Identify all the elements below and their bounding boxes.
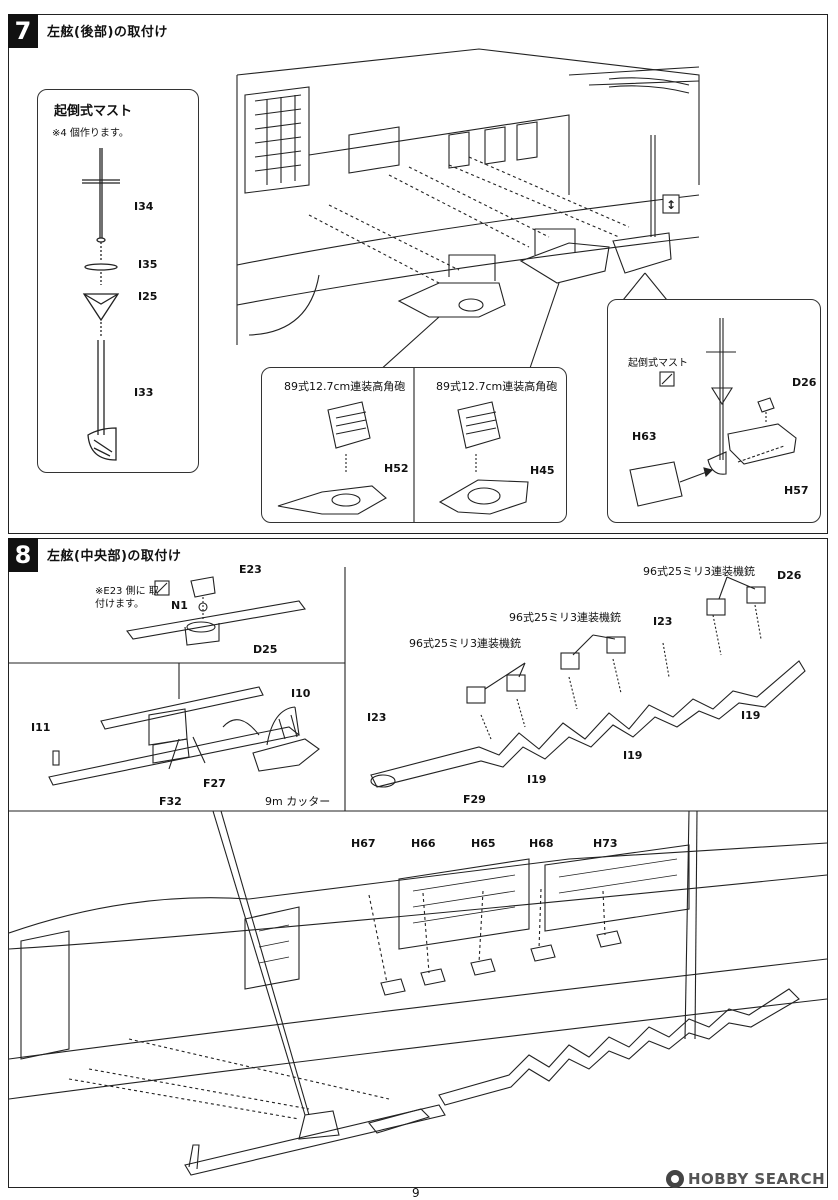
gun-caption-3: 96式25ミリ3連装機銃 xyxy=(643,565,755,578)
cutter-label: 9m カッター xyxy=(265,795,331,808)
gun-b-caption: 89式12.7cm連装高角砲 xyxy=(436,380,558,393)
part-d26-right: D26 xyxy=(777,569,802,582)
part-i11: I11 xyxy=(31,721,51,734)
part-n1: N1 xyxy=(171,599,188,612)
step-7-hull-drawing: ↕ xyxy=(236,48,700,372)
mast-install-caption: 起倒式マスト xyxy=(628,358,688,369)
part-f32: F32 xyxy=(159,795,182,808)
gun-b-part: H45 xyxy=(530,464,555,477)
mast-part-i35: I35 xyxy=(138,258,158,271)
gun-caption-2: 96式25ミリ3連装機銃 xyxy=(509,611,621,624)
step-7-panel: 7 左舷(後部)の取付け 起倒式マスト ※4 個作ります。 xyxy=(8,14,828,534)
svg-text:↕: ↕ xyxy=(666,198,676,212)
step-8-drawing xyxy=(9,567,827,1176)
part-i23-left: I23 xyxy=(367,711,387,724)
part-h65: H65 xyxy=(471,837,496,850)
part-e23: E23 xyxy=(239,563,262,576)
step-7-number: 7 xyxy=(8,14,38,48)
part-i19-right: I19 xyxy=(741,709,761,722)
part-i19-left: I19 xyxy=(527,773,547,786)
part-f29: F29 xyxy=(463,793,486,806)
watermark-logo-icon xyxy=(666,1170,684,1188)
step-8-panel: 8 左舷(中央部)の取付け xyxy=(8,538,828,1188)
mast-install-h63: H63 xyxy=(632,430,657,443)
part-h66: H66 xyxy=(411,837,436,850)
mast-part-i25: I25 xyxy=(138,290,158,303)
mast-title: 起倒式マスト xyxy=(54,104,133,119)
part-h73: H73 xyxy=(593,837,618,850)
mast-install-inset: 起倒式マスト D26 H63 H57 xyxy=(607,299,821,523)
part-i19-mid: I19 xyxy=(623,749,643,762)
part-h67: H67 xyxy=(351,837,376,850)
mast-part-i34: I34 xyxy=(134,200,154,213)
step-7-title: 左舷(後部)の取付け xyxy=(47,25,168,40)
mast-install-drawing xyxy=(629,318,797,507)
mast-drawing xyxy=(82,148,120,461)
part-i23-top: I23 xyxy=(653,615,673,628)
gun-a-caption: 89式12.7cm連装高角砲 xyxy=(284,380,406,393)
part-d25: D25 xyxy=(253,643,278,656)
mast-part-i33: I33 xyxy=(134,386,154,399)
step-8-title: 左舷(中央部)の取付け xyxy=(47,549,182,564)
gun-caption-1: 96式25ミリ3連装機銃 xyxy=(409,637,521,650)
part-f27: F27 xyxy=(203,777,226,790)
gun-inset-panel: 89式12.7cm連装高角砲 89式12.7cm連装高角砲 H52 H45 xyxy=(261,367,567,523)
mast-subpanel: 起倒式マスト ※4 個作ります。 I34 xyxy=(37,89,199,473)
step-8-note: ※E23 側に 取付けます。 xyxy=(95,586,159,610)
mast-install-d26: D26 xyxy=(792,376,817,389)
watermark-text: HOBBY SEARCH xyxy=(688,1170,826,1188)
page-number: 9 xyxy=(412,1186,420,1200)
mast-note: ※4 個作ります。 xyxy=(52,128,129,139)
gun-inset-drawing xyxy=(277,368,529,522)
watermark: HOBBY SEARCH xyxy=(666,1170,825,1188)
part-i10: I10 xyxy=(291,687,311,700)
mast-install-h57: H57 xyxy=(784,484,809,497)
part-h68: H68 xyxy=(529,837,554,850)
step-8-number: 8 xyxy=(8,538,38,572)
gun-a-part: H52 xyxy=(384,462,409,475)
